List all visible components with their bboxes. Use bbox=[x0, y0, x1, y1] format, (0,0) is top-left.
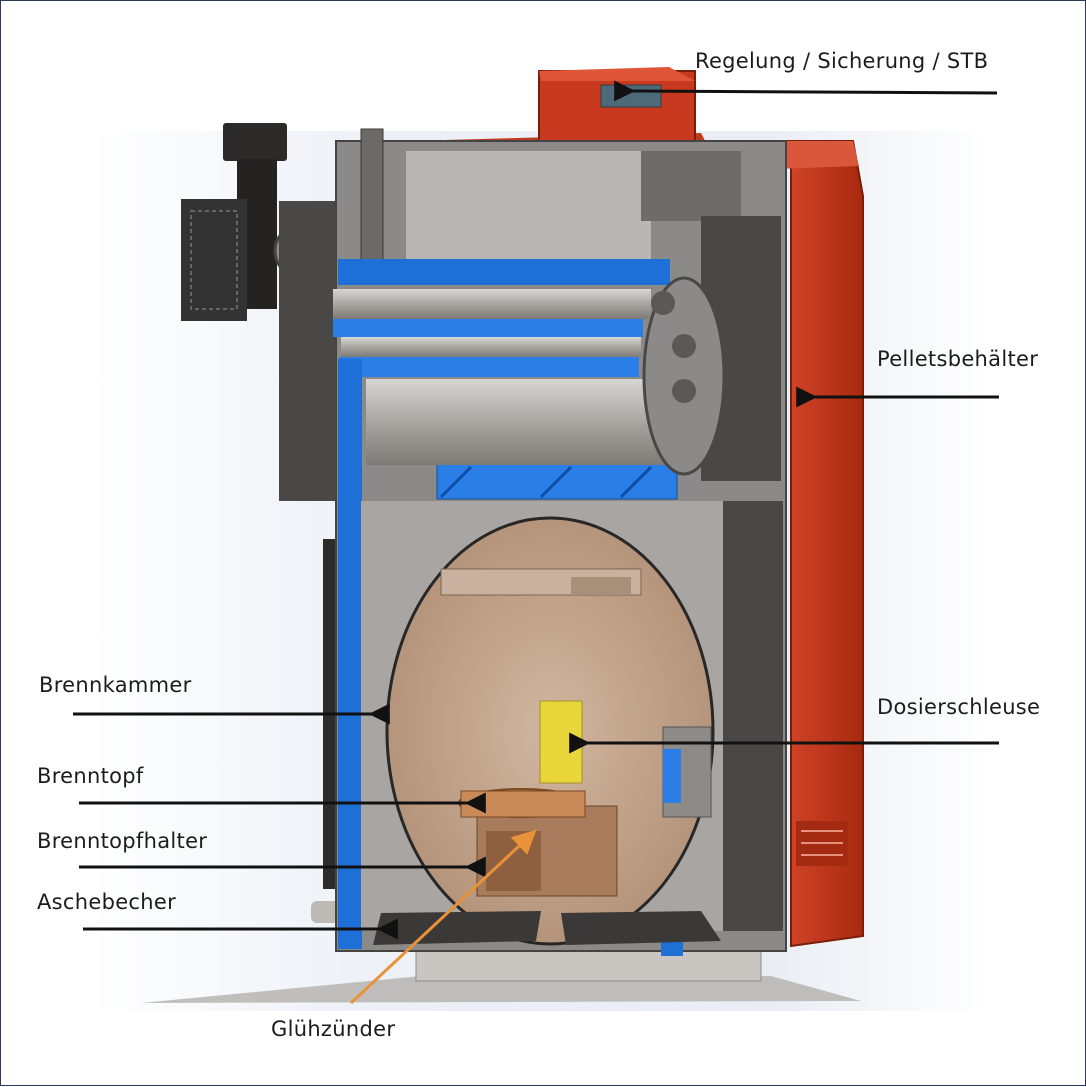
label-brenntopfhalter: Brenntopfhalter bbox=[37, 829, 208, 853]
vertical-pipe bbox=[360, 128, 384, 262]
floor-shadow bbox=[141, 976, 861, 1003]
leader-regelung bbox=[614, 80, 998, 102]
label-brenntopf: Brenntopf bbox=[37, 764, 144, 788]
boiler-base-plate bbox=[415, 950, 762, 982]
label-pelletsbehaelter: Pelletsbehälter bbox=[877, 347, 1039, 371]
dosing-valve bbox=[539, 700, 583, 784]
water-jacket-mid-1 bbox=[333, 319, 643, 337]
ash-tray bbox=[373, 911, 541, 945]
burn-pot bbox=[460, 790, 586, 818]
flue-pipe-top bbox=[223, 123, 287, 161]
combustion-tube bbox=[366, 379, 671, 465]
label-regelung: Regelung / Sicherung / STB bbox=[695, 49, 989, 73]
water-jacket-mid-2 bbox=[339, 357, 639, 377]
control-display bbox=[600, 84, 662, 108]
heat-exchanger-tube-2 bbox=[341, 337, 641, 357]
rear-wall-upper bbox=[279, 201, 339, 501]
upper-inner-panel bbox=[406, 151, 651, 263]
leader-gluehzuender bbox=[349, 829, 537, 1005]
label-dosierschleuse: Dosierschleuse bbox=[877, 695, 1041, 719]
water-jacket-top bbox=[338, 259, 670, 285]
label-aschebecher: Aschebecher bbox=[37, 890, 177, 914]
combustion-right-wall bbox=[723, 501, 783, 931]
label-gluehzuender: Glühzünder bbox=[271, 1017, 396, 1041]
label-brennkammer: Brennkammer bbox=[39, 673, 192, 697]
water-jacket-front bbox=[338, 359, 362, 949]
tube-end-cap bbox=[642, 276, 726, 476]
heat-exchanger-tube-1 bbox=[333, 289, 651, 319]
